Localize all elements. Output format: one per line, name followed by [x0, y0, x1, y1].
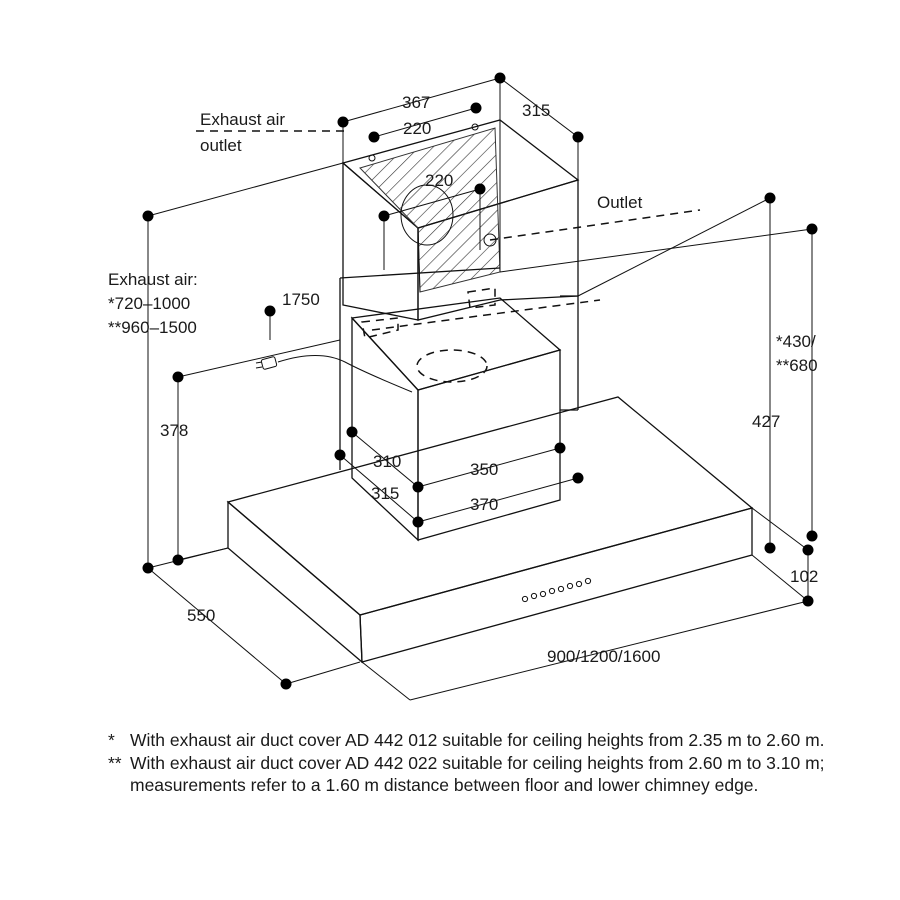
- exhaust-outlet-label-2: outlet: [200, 136, 242, 155]
- motor-housing: [339, 267, 579, 542]
- housing-back-plate: [339, 267, 579, 470]
- upper-chimney-right: [417, 179, 579, 321]
- footnote-text: With exhaust air duct cover AD 442 012 s…: [130, 730, 825, 750]
- power-cable: [255, 355, 413, 393]
- dim-body-depth-inner: 310: [373, 452, 401, 471]
- screw-icon: [483, 233, 497, 247]
- duct-hatching: [359, 127, 501, 293]
- fan-outlet-icon: [416, 349, 488, 383]
- exhaust-air-range-2: **960–1500: [108, 318, 197, 337]
- dim-side-height: 427: [752, 412, 780, 431]
- dim-chimney-width: 367: [402, 93, 430, 112]
- canopy-front: [359, 507, 753, 663]
- housing-front: [351, 316, 419, 542]
- inner-connection: [361, 287, 496, 339]
- footnote-1: * With exhaust air duct cover AD 442 012…: [108, 729, 868, 752]
- canopy: [226, 396, 754, 664]
- height-alt-label-1: *430/: [776, 332, 816, 351]
- exhaust-air-range-1: *720–1000: [108, 294, 190, 313]
- footnote-2: ** With exhaust air duct cover AD 442 02…: [108, 752, 868, 797]
- height-alt-label-2: **680: [776, 356, 818, 375]
- outlet-label: Outlet: [597, 193, 643, 212]
- upper-chimney: [341, 119, 580, 321]
- exhaust-outlet-label-1: Exhaust air: [200, 110, 285, 129]
- mounting-hole: [400, 184, 454, 246]
- screw-top-right: [471, 123, 479, 131]
- labels: Exhaust air outlet Outlet Exhaust air: *…: [108, 93, 818, 666]
- dim-body-depth-outer: 315: [371, 484, 399, 503]
- plug-icon: [260, 356, 278, 370]
- dim-canopy-depth: 550: [187, 606, 215, 625]
- footnote-marker: *: [108, 730, 115, 750]
- exhaust-air-title: Exhaust air:: [108, 270, 198, 289]
- footnote-marker: **: [108, 752, 122, 773]
- chimney-inner-edge: [417, 120, 501, 293]
- dim-cable-length: 1750: [282, 290, 320, 309]
- screw-top-left: [368, 154, 376, 162]
- footnote-text: With exhaust air duct cover AD 442 022 s…: [130, 752, 825, 796]
- dim-outlet-top: 220: [403, 119, 431, 138]
- dim-chimney-depth: 315: [522, 101, 550, 120]
- dim-lower-height: 378: [160, 421, 188, 440]
- dimension-dots: [142, 72, 818, 690]
- dim-canopy-width: 900/1200/1600: [547, 647, 660, 666]
- housing-top: [350, 297, 562, 391]
- dimension-lines: [147, 77, 813, 701]
- control-buttons: [521, 577, 592, 603]
- dim-canopy-height: 102: [790, 567, 818, 586]
- dim-outlet-inner: 220: [425, 171, 453, 190]
- footnotes: * With exhaust air duct cover AD 442 012…: [108, 729, 868, 797]
- canopy-side: [227, 500, 363, 664]
- dim-body-width-outer: 370: [470, 495, 498, 514]
- airflow-lines: [196, 130, 701, 331]
- dim-body-width-inner: 350: [470, 460, 498, 479]
